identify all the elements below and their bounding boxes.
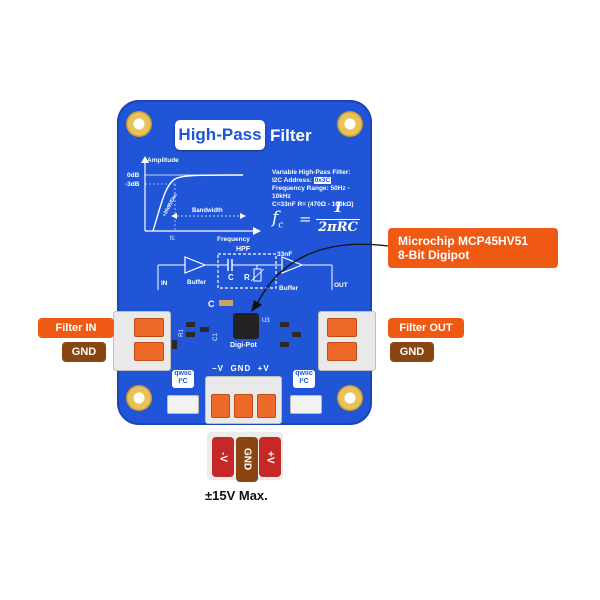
pos-v-lever[interactable] [257,394,276,418]
graph-bandwidth-label: Bandwidth [192,208,223,214]
board-c1-label: C1 [212,333,219,341]
gnd-label: GND [241,448,253,471]
gnd-lever[interactable] [234,394,253,418]
mounting-hole-bottom-left [126,385,152,411]
graph-y-label: Amplitude [147,157,179,164]
graph-tick-3db: -3dB [125,181,140,188]
info-i2c-address: 0x3C [313,177,332,184]
smd-component [280,322,289,327]
qwiic-right-connector[interactable] [290,395,322,414]
info-line1: Variable High-Pass Filter: [272,169,351,176]
schematic-out-label: OUT [334,282,348,289]
graph-tick-0db: 0dB [127,172,140,179]
smd-component [280,342,289,347]
pos-v-tab: +V [259,437,281,477]
info-line3: Frequency Range: 50Hz - 10kHz [272,185,350,200]
qwiic-left-top: qwiic [174,370,192,377]
title-highlight: High-Pass [175,120,265,150]
gnd-right-callout: GND [390,342,434,362]
digipot-callout-line1: Microchip MCP45HV51 [398,234,529,248]
gnd-left-callout: GND [62,342,106,362]
board-u3-label: U3 [262,318,270,324]
schematic-res-label: R [244,273,250,282]
graph-x-label: Frequency [217,236,250,243]
mounting-hole-top-right [337,111,363,137]
qwiic-right-bottom: I²C [299,378,309,385]
power-header-label: −V GND +V [212,364,270,373]
board-c-label: C [208,299,215,309]
graph-fc-label: fc [170,236,175,242]
max-voltage-label: ±15V Max. [205,488,268,503]
board-r1-label: R1 [178,329,185,337]
schematic-cap-value: 33nF [277,251,292,258]
info-i2c-prefix: I2C Address: [272,177,312,184]
gnd-tab: GND [236,437,258,482]
digipot-pointer-arrow [251,243,389,312]
schematic-cap-label: C [228,273,234,282]
smd-component [186,332,195,337]
gnd-right-lever[interactable] [327,342,357,361]
formula-lhs: f [272,208,279,228]
filter-info-block: Variable High-Pass Filter: I2C Address: … [272,169,367,209]
mounting-hole-top-left [126,111,152,137]
filter-out-callout: Filter OUT [388,318,464,338]
schematic-buffer-right: Buffer [279,285,299,292]
neg-v-lever[interactable] [211,394,230,418]
smd-component [172,340,177,349]
digipot-chip [233,313,259,339]
info-line4: C=33nF R= (470Ω - 100kΩ) [272,201,354,208]
formula-sub: c [278,220,284,231]
neg-v-tab: -V [212,437,234,477]
title-rest: Filter [270,126,312,145]
formula-numerator: 1 [333,200,343,216]
formula-denominator: 2πRC [318,220,358,235]
cutoff-formula: fc = 1 2πRC [272,200,362,236]
smd-component [292,332,301,337]
neg-v-label: -V [217,452,229,462]
mounting-hole-bottom-right [337,385,363,411]
qwiic-left-badge: qwiic I²C [172,370,194,388]
schematic-hpf-label: HPF [236,246,251,253]
filter-in-callout: Filter IN [38,318,114,338]
info-line2: I2C Address: 0x3C [272,177,367,185]
frequency-response-graph: Amplitude 0dB -3dB +20dB/Dec Bandwidth f… [125,156,261,243]
qwiic-left-connector[interactable] [167,395,199,414]
qwiic-right-badge: qwiic I²C [293,370,315,388]
digipot-callout: Microchip MCP45HV51 8-Bit Digipot [388,228,558,268]
schematic-buffer-left: Buffer [187,279,207,286]
qwiic-left-bottom: I²C [178,378,188,385]
smd-component [186,322,195,327]
smd-component [200,327,209,332]
pos-v-label: +V [264,450,276,464]
capacitor-c [219,300,233,306]
digipot-callout-line2: 8-Bit Digipot [398,248,470,262]
filter-out-lever[interactable] [327,318,357,337]
schematic-in-label: IN [161,280,168,287]
filter-schematic: HPF C R 33nF Buffer Buffer IN OUT [157,246,348,292]
qwiic-right-top: qwiic [295,370,313,377]
board-digipot-label: Digi-Pot [230,342,257,349]
filter-in-lever[interactable] [134,318,164,337]
gnd-left-lever[interactable] [134,342,164,361]
